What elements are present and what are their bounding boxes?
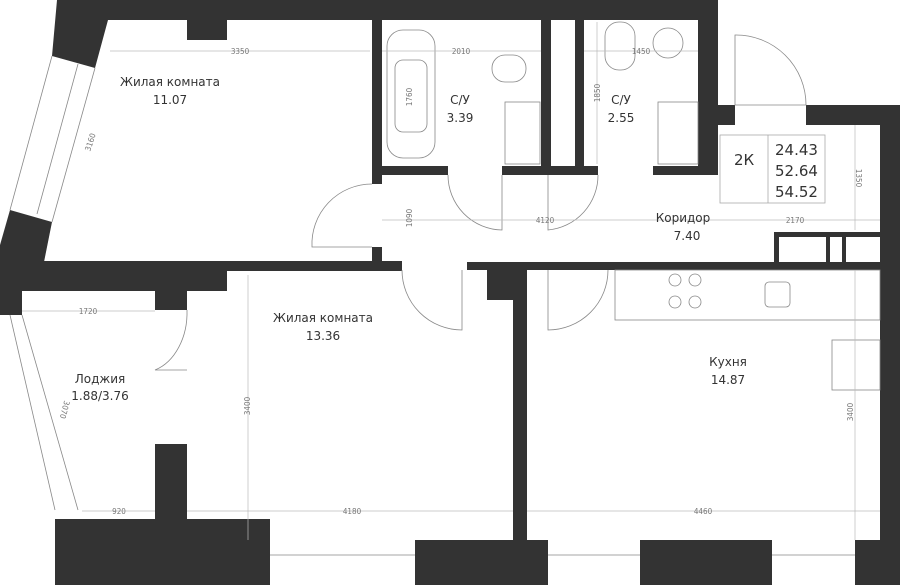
dim-label: 1090 [405, 208, 414, 227]
room-area: 14.87 [711, 373, 745, 387]
dim-label: 4180 [343, 507, 362, 516]
dimension-labels: 3350 3160 1760 2010 1450 1850 4120 1090 … [58, 47, 863, 516]
dim-label: 3400 [243, 396, 252, 415]
room-count: 2К [734, 151, 755, 169]
fixtures [9, 21, 881, 556]
room-name: С/У [450, 93, 470, 107]
room-name: Кухня [709, 355, 747, 369]
dim-label: 2170 [786, 216, 805, 225]
room-name: Жилая комната [120, 75, 220, 89]
room-name: Коридор [656, 211, 711, 225]
dim-label: 1350 [854, 169, 863, 188]
dim-label: 2010 [452, 47, 471, 56]
dim-label: 3070 [58, 400, 72, 420]
room-area: 7.40 [674, 229, 701, 243]
room-name: Жилая комната [273, 311, 373, 325]
dim-label: 1760 [405, 87, 414, 106]
dim-label: 1850 [593, 83, 602, 102]
dim-label: 1720 [79, 307, 98, 316]
dim-label: 3350 [231, 47, 250, 56]
room-area: 1.88/3.76 [71, 389, 128, 403]
dim-label: 920 [112, 507, 126, 516]
room-area: 11.07 [153, 93, 187, 107]
dim-label: 1450 [632, 47, 651, 56]
total-area-with-loggia: 54.52 [775, 183, 818, 201]
apartment-summary: 2К 24.43 52.64 54.52 [719, 134, 826, 204]
room-name: Лоджия [75, 372, 126, 386]
room-area: 2.55 [608, 111, 635, 125]
total-area: 52.64 [775, 162, 818, 180]
dimension-lines [22, 22, 880, 540]
dim-label: 4120 [536, 216, 555, 225]
room-area: 3.39 [447, 111, 474, 125]
dim-label: 3160 [84, 132, 98, 153]
living-area: 24.43 [775, 141, 818, 159]
room-labels: Жилая комната 11.07 С/У 3.39 С/У 2.55 Ко… [71, 75, 747, 403]
room-name: С/У [611, 93, 631, 107]
room-area: 13.36 [306, 329, 340, 343]
dim-label: 3400 [846, 402, 855, 421]
dim-label: 4460 [694, 507, 713, 516]
